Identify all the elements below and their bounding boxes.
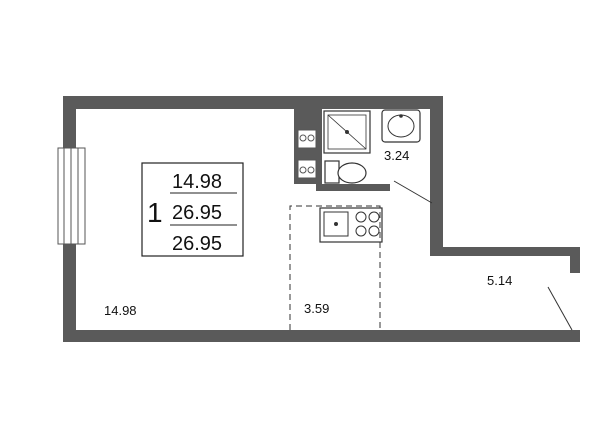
wall-right-upper — [430, 96, 443, 256]
bath-door-swing — [393, 180, 433, 204]
total-area-with-balcony: 26.95 — [172, 233, 222, 255]
bathroom-area: 3.24 — [384, 148, 409, 163]
wall-balcony-top — [430, 247, 580, 256]
shaft-detail — [297, 129, 317, 179]
room-count: 1 — [147, 197, 163, 228]
sink-icon — [381, 109, 421, 143]
shower-icon — [323, 110, 371, 154]
wall-balcony-end — [570, 247, 580, 273]
toilet-icon — [324, 160, 367, 184]
window — [57, 147, 86, 245]
living-area: 14.98 — [172, 171, 222, 193]
kitchen-zone-outline — [289, 205, 381, 330]
wall-top — [63, 96, 443, 109]
balcony-area: 5.14 — [487, 273, 512, 288]
area-summary-box: 1 14.98 26.95 26.95 — [141, 162, 244, 257]
stove-icon — [355, 211, 380, 237]
wall-bottom — [63, 330, 580, 342]
kitchen-unit — [319, 207, 383, 243]
kitchen-zone-area: 3.59 — [304, 301, 329, 316]
wall-bath-bottom — [316, 184, 390, 191]
main-room-area: 14.98 — [104, 303, 137, 318]
kitchen-sink-icon — [323, 211, 349, 237]
total-area: 26.95 — [172, 202, 222, 224]
balcony-door-swing — [547, 286, 573, 331]
